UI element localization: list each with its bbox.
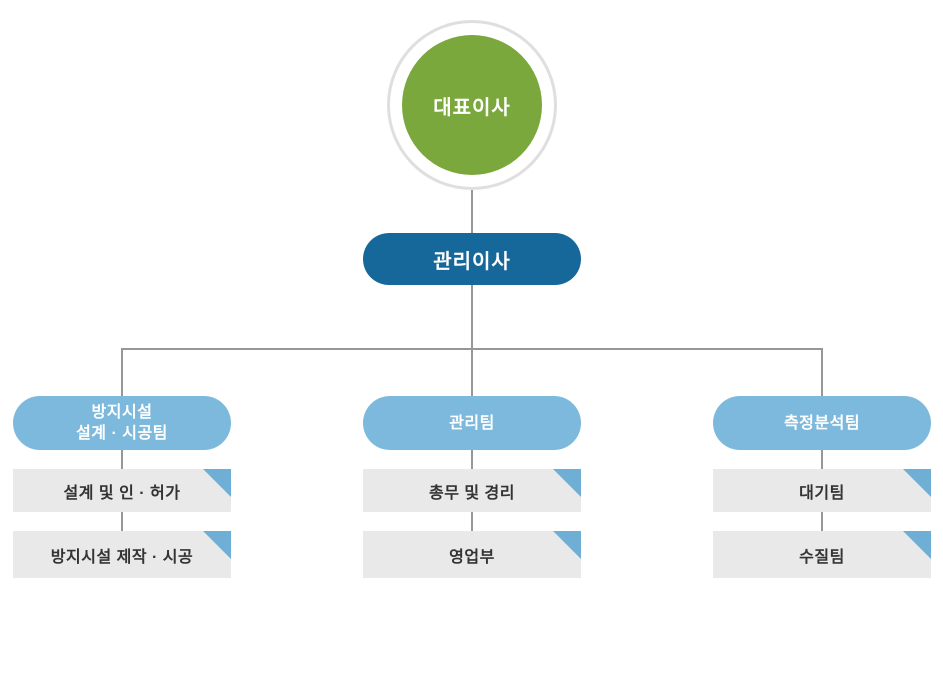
connector-director-trunk — [471, 285, 473, 348]
team-node-analysis: 측정분석팀 — [713, 396, 931, 450]
connector-team-subunit — [471, 450, 473, 469]
subunit-box: 대기팀 — [713, 469, 931, 512]
team-label-line: 설계 · 시공팀 — [76, 425, 168, 442]
connector-team-subunit — [821, 450, 823, 469]
director-label: 관리이사 — [433, 250, 511, 273]
ceo-label: 대표이사 — [433, 96, 511, 119]
team-column-facility: 방지시설 설계 · 시공팀 설계 및 인 · 허가 방지시설 제작 · 시공 — [13, 396, 231, 578]
subunit-label: 설계 및 인 · 허가 — [63, 484, 181, 502]
subunit-box: 방지시설 제작 · 시공 — [13, 531, 231, 578]
corner-fold-icon — [203, 531, 231, 559]
subunit-box: 설계 및 인 · 허가 — [13, 469, 231, 512]
subunit-label: 영업부 — [449, 548, 495, 566]
connector-subunit-subunit — [821, 512, 823, 531]
connector-team-subunit — [121, 450, 123, 469]
connector-drop-right — [821, 348, 823, 396]
subunit-label: 수질팀 — [799, 548, 845, 566]
subunit-box: 영업부 — [363, 531, 581, 578]
subunit-label: 대기팀 — [799, 484, 845, 502]
corner-fold-icon — [553, 531, 581, 559]
connector-subunit-subunit — [121, 512, 123, 531]
corner-fold-icon — [553, 469, 581, 497]
corner-fold-icon — [903, 469, 931, 497]
subunit-label: 총무 및 경리 — [429, 484, 515, 502]
ceo-node: 대표이사 — [402, 35, 542, 175]
subunit-box: 수질팀 — [713, 531, 931, 578]
subunit-label: 방지시설 제작 · 시공 — [50, 548, 194, 566]
subunit-box: 총무 및 경리 — [363, 469, 581, 512]
team-label-line: 측정분석팀 — [783, 414, 861, 432]
corner-fold-icon — [203, 469, 231, 497]
director-node: 관리이사 — [363, 233, 581, 285]
team-column-management: 관리팀 총무 및 경리 영업부 — [363, 396, 581, 578]
connector-drop-middle — [471, 348, 473, 396]
corner-fold-icon — [903, 531, 931, 559]
connector-ceo-director — [471, 190, 473, 233]
team-label-line: 방지시설 — [91, 404, 153, 421]
team-column-analysis: 측정분석팀 대기팀 수질팀 — [713, 396, 931, 578]
team-node-management: 관리팀 — [363, 396, 581, 450]
connector-drop-left — [121, 348, 123, 396]
team-node-facility: 방지시설 설계 · 시공팀 — [13, 396, 231, 450]
connector-subunit-subunit — [471, 512, 473, 531]
team-label-line: 관리팀 — [449, 414, 495, 432]
